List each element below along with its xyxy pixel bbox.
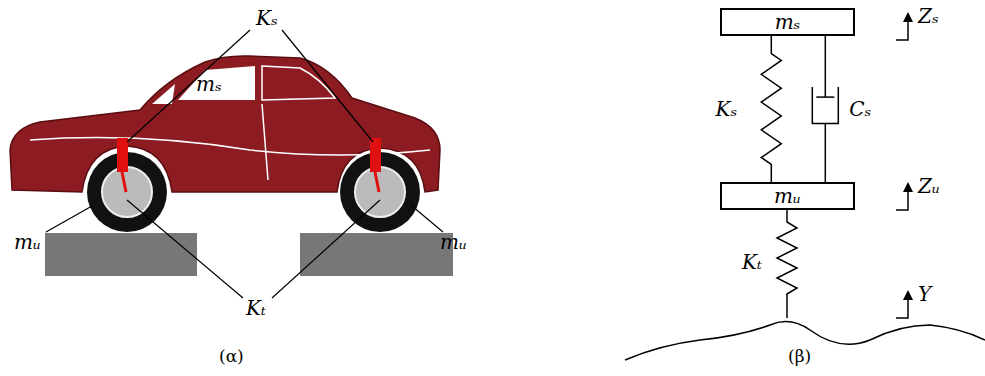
shock-rod: [122, 172, 126, 192]
wheel-rim: [355, 167, 405, 217]
part-label: Kₜ: [742, 252, 762, 272]
mass-label: mᵤ: [774, 186, 801, 206]
caption-label: (β): [788, 348, 811, 365]
coordinate-label: Zᵤ: [918, 176, 940, 196]
ground-block: [300, 233, 453, 276]
part-label: mₛ: [196, 74, 222, 94]
mass-box: mᵤ: [720, 182, 855, 210]
shock-rod: [375, 172, 379, 192]
part-label: Kₜ: [246, 298, 266, 318]
door-line: [262, 104, 268, 180]
car-body: [10, 56, 440, 192]
wheel-rim: [102, 167, 152, 217]
leader-lines: [46, 30, 443, 298]
displacement-arrows: [896, 20, 908, 318]
car-window-line: [262, 66, 335, 100]
edge-label: Kₛ: [714, 99, 740, 119]
part-label: mᵤ: [440, 232, 467, 252]
car-window: [178, 66, 255, 100]
caption-label: (α): [219, 348, 244, 365]
coordinate-label: Zₛ: [918, 6, 939, 26]
tire-spring: [777, 208, 797, 318]
part-label: mᵤ: [14, 232, 41, 252]
coordinate-label: Y: [918, 284, 931, 304]
arrow-heads: [903, 12, 913, 300]
shock-absorber: [370, 138, 381, 172]
edge-label: Cₛ: [847, 99, 873, 119]
spring-symbol: [761, 36, 781, 182]
mass-box: mₛ: [720, 8, 855, 36]
mass-label: mₛ: [775, 12, 801, 32]
shock-absorber: [117, 138, 128, 172]
callout-label: Kₛ: [256, 8, 278, 28]
damper-symbol: [812, 36, 838, 182]
